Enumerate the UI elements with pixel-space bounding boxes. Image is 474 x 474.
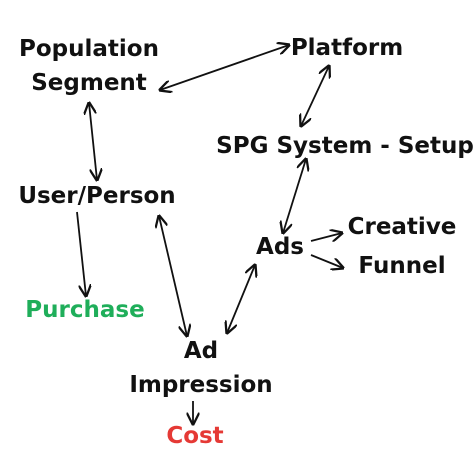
node-user-person: User/Person <box>18 179 175 213</box>
node-platform: Platform <box>291 31 403 65</box>
node-label-line: Segment <box>31 70 147 96</box>
node-spg-system-setup: SPG System - Setup <box>216 129 474 163</box>
edge-population-segment-to-platform <box>160 45 289 90</box>
edge-user-person-to-purchase <box>76 211 86 296</box>
node-label-line: Cost <box>166 423 224 449</box>
node-label-line: SPG System - Setup <box>216 133 474 159</box>
node-ads: Ads <box>256 230 304 264</box>
node-purchase: Purchase <box>25 293 144 327</box>
node-label-line: Funnel <box>358 253 446 279</box>
node-label-line: Impression <box>129 372 273 398</box>
edge-spg-system-setup-to-ads <box>283 159 306 233</box>
node-label-line: Creative <box>347 214 457 240</box>
node-label-line: Platform <box>290 35 404 61</box>
node-label-line: Population <box>19 36 159 62</box>
node-population-segment: Population Segment <box>19 32 159 100</box>
edge-ads-to-ad-impression <box>227 265 255 333</box>
node-label-line: User/Person <box>18 183 176 209</box>
edge-ads-to-creative <box>310 233 342 241</box>
node-creative: Creative <box>348 210 457 244</box>
node-ad-impression: Ad Impression <box>129 334 272 402</box>
node-label-line: Ads <box>256 234 304 260</box>
edge-ads-to-funnel <box>310 254 343 268</box>
edge-platform-to-spg-system-setup <box>301 66 329 126</box>
node-label-line: Purchase <box>25 297 145 323</box>
node-cost: Cost <box>166 419 223 453</box>
node-label-line: Ad <box>183 338 219 364</box>
node-funnel: Funnel <box>358 249 445 283</box>
edge-population-segment-to-user-person <box>89 103 97 180</box>
edge-user-person-to-ad-impression <box>159 216 187 336</box>
